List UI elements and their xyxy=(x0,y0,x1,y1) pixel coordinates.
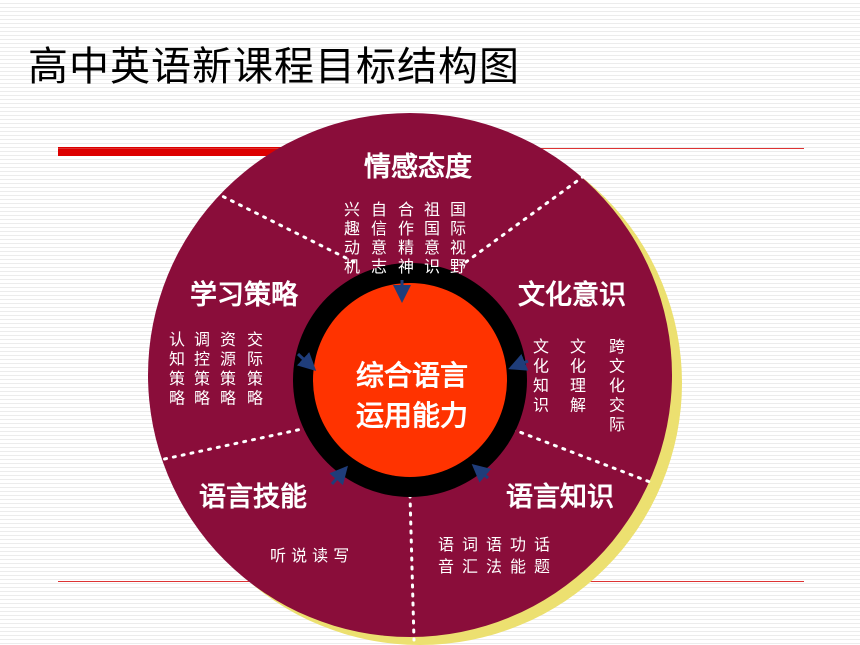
item-strategy-1: 调控策略 xyxy=(194,330,210,408)
item-culture-2: 跨文化交际 xyxy=(609,337,625,434)
accent-bar xyxy=(58,147,290,156)
divider-culture-knowledge xyxy=(502,424,652,484)
segment-label-emotion: 情感态度 xyxy=(364,151,472,183)
core-circle xyxy=(313,283,507,477)
segment-label-culture: 文化意识 xyxy=(518,279,626,311)
page-title: 高中英语新课程目标结构图 xyxy=(28,44,520,90)
divider-emotion-culture xyxy=(464,174,586,264)
item-emotion-1: 自信意志 xyxy=(371,200,387,276)
arrow-skills-icon xyxy=(329,465,348,486)
item-knowledge-1: 音汇法能题 xyxy=(438,557,550,576)
item-strategy-2: 资源策略 xyxy=(220,330,236,408)
item-emotion-3: 祖国意识 xyxy=(424,200,440,276)
arrow-culture-icon xyxy=(508,353,529,371)
divider-knowledge-skills xyxy=(408,493,416,642)
divider-skills-strategy xyxy=(158,424,318,462)
item-emotion-2: 合作精神 xyxy=(398,200,414,276)
arrows xyxy=(296,280,529,486)
item-culture-0: 文化知识 xyxy=(533,337,549,415)
segment-dividers xyxy=(158,174,652,642)
segment-label-knowledge: 语言知识 xyxy=(506,482,614,513)
divider-strategy-emotion xyxy=(220,194,356,264)
core-label-line2: 运用能力 xyxy=(356,399,468,432)
segment-label-skills: 语言技能 xyxy=(199,481,307,513)
segment-knowledge: 语言知识语词语功话音汇法能题 xyxy=(438,482,614,576)
item-culture-1: 文化理解 xyxy=(570,337,586,415)
segment-label-strategy: 学习策略 xyxy=(190,279,299,311)
item-emotion-4: 国际视野 xyxy=(450,200,466,276)
item-skills-0: 听 说 读 写 xyxy=(270,546,349,565)
item-emotion-0: 兴趣动机 xyxy=(344,200,360,276)
arrow-knowledge-icon xyxy=(471,464,492,483)
item-knowledge-0: 语词语功话 xyxy=(438,535,550,554)
arrow-strategy-icon xyxy=(296,352,317,372)
item-strategy-3: 交际策略 xyxy=(247,330,263,408)
core-label-line1: 综合语言 xyxy=(356,359,468,392)
item-strategy-0: 认知策略 xyxy=(169,330,185,408)
